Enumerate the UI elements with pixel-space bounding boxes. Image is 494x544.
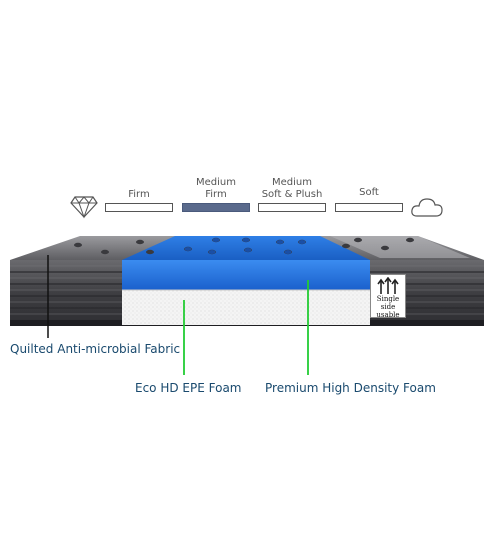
- cloud-icon: [411, 198, 443, 217]
- scale-bar-soft: [335, 203, 403, 212]
- callout-density-foam: Premium High Density Foam: [265, 381, 436, 395]
- callout-epe-foam: Eco HD EPE Foam: [135, 381, 242, 395]
- sticker-text-line2: usable: [376, 311, 400, 319]
- single-side-usable-badge: Single side usable: [370, 274, 406, 319]
- scale-label-medium-firm: Medium Firm: [196, 177, 236, 200]
- callout-fabric: Quilted Anti-microbial Fabric: [10, 342, 181, 356]
- diamond-icon: [70, 196, 98, 219]
- upward-arrows-icon: [377, 277, 399, 294]
- scale-bar-firm: [105, 203, 173, 212]
- scale-label-firm: Firm: [128, 189, 150, 200]
- firmness-scale: Firm Medium Firm Medium Soft & Plush Sof…: [0, 0, 494, 230]
- sticker-text-line1: Single side: [376, 295, 400, 311]
- scale-bar-medium-soft: [258, 203, 326, 212]
- scale-label-medium-soft: Medium Soft & Plush: [261, 177, 323, 200]
- scale-bar-medium-firm: [182, 203, 250, 212]
- scale-label-soft: Soft: [359, 187, 379, 198]
